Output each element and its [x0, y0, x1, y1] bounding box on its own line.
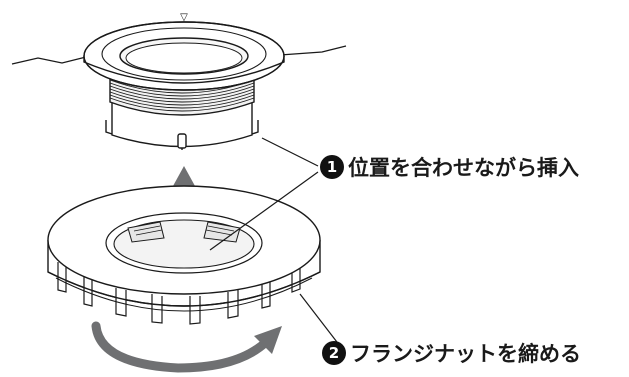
- step-2-text: フランジナットを締める: [350, 342, 581, 366]
- drain-flange: [83, 21, 285, 150]
- step-2-number: 2: [322, 341, 346, 365]
- step-1-label: 1 位置を合わせながら挿入: [320, 152, 579, 182]
- tighten-turn-arrow: [91, 321, 282, 373]
- step-2-label: 2 フランジナットを締める: [322, 338, 581, 368]
- step-1-text: 位置を合わせながら挿入: [348, 156, 579, 180]
- flange-nut: [47, 185, 321, 325]
- step-1-number: 1: [320, 155, 344, 179]
- counter-surface-lines: [11, 45, 347, 65]
- leader-lines: [209, 137, 341, 347]
- top-indicator-mark: ▽: [180, 12, 188, 23]
